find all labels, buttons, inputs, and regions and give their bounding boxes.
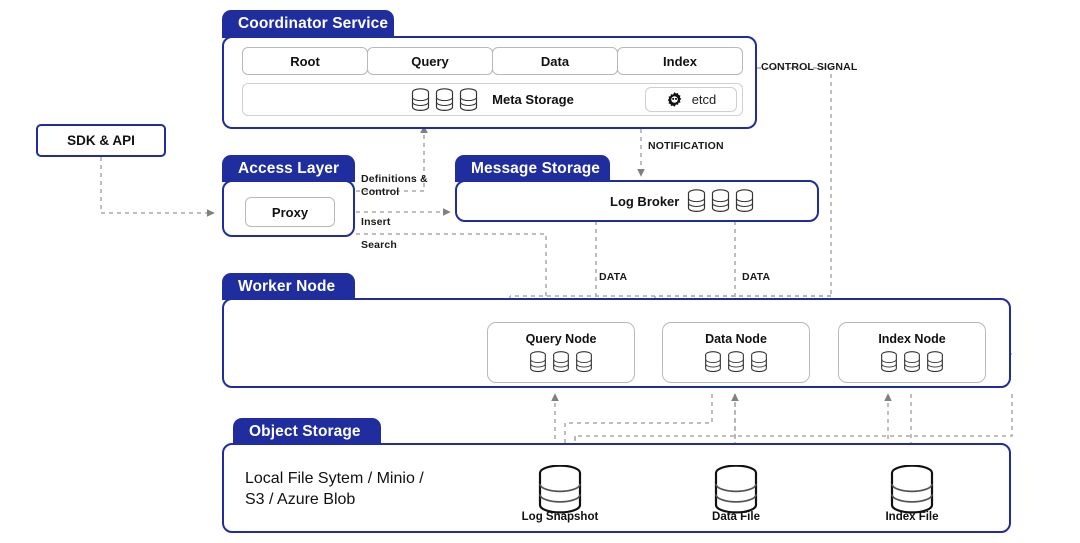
data-node-label: Data Node — [705, 332, 767, 346]
database-cylinder-icon — [530, 351, 546, 373]
object-storage-title: Object Storage — [249, 422, 361, 440]
log-snapshot-cylinder-icon — [536, 464, 584, 520]
access-layer-title: Access Layer — [238, 159, 340, 177]
database-cylinder-icon — [728, 351, 744, 373]
database-cylinder-icon — [736, 189, 754, 212]
database-cylinder-icon — [881, 351, 897, 373]
coord-data-label: Data — [540, 53, 570, 69]
database-cylinder-icon — [712, 189, 730, 212]
proxy-label: Proxy — [271, 204, 309, 220]
control-signal-label: CONTROL SIGNAL — [761, 61, 858, 73]
database-cylinder-icon — [705, 351, 721, 373]
message-storage-body — [455, 180, 819, 222]
database-cylinder-icon — [412, 87, 430, 111]
object-storage-body — [222, 443, 1011, 533]
query-node-cylinders-icon — [529, 351, 593, 373]
message-storage-header: Message Storage — [455, 155, 610, 182]
object-storage-header: Object Storage — [233, 418, 381, 445]
query-node-label: Query Node — [525, 332, 597, 346]
etcd-label: etcd — [691, 92, 717, 107]
object-storage-backends: Local File Sytem / Minio / S3 / Azure Bl… — [245, 470, 424, 508]
etcd-box[interactable]: etcd — [645, 87, 737, 112]
database-cylinder-icon — [460, 87, 478, 111]
proxy-box[interactable]: Proxy — [245, 197, 335, 227]
index-file-cylinder-icon — [888, 464, 936, 520]
index-node-box[interactable]: Index Node — [838, 322, 986, 383]
index-node-cylinders-icon — [880, 351, 944, 373]
insert-label: Insert — [361, 216, 391, 228]
query-node-box[interactable]: Query Node — [487, 322, 635, 383]
worker-node-header: Worker Node — [222, 273, 355, 300]
database-cylinder-icon — [576, 351, 592, 373]
data-right-label: DATA — [742, 271, 771, 283]
data-left-label: DATA — [599, 271, 628, 283]
wire-sdk-to-proxy — [100, 157, 215, 217]
database-cylinder-icon — [904, 351, 920, 373]
notification-label: NOTIFICATION — [648, 140, 724, 152]
message-storage-title: Message Storage — [471, 159, 600, 177]
meta-storage-center: Meta Storage — [243, 87, 742, 112]
etcd-gear-icon — [667, 92, 682, 107]
sdk-api-box[interactable]: SDK & API — [36, 124, 166, 157]
data-file-cylinder-icon — [712, 464, 760, 520]
sdk-api-label: SDK & API — [67, 133, 135, 148]
coord-index-box[interactable]: Index — [617, 47, 743, 75]
log-broker-label: Log Broker — [610, 193, 680, 209]
coord-query-box[interactable]: Query — [367, 47, 493, 75]
database-cylinder-icon — [553, 351, 569, 373]
coord-data-box[interactable]: Data — [492, 47, 618, 75]
data-node-cylinders-icon — [704, 351, 768, 373]
database-cylinder-icon — [436, 87, 454, 111]
coord-root-label: Root — [290, 53, 320, 69]
definitions-control-label: Definitions & Control — [361, 173, 428, 198]
meta-storage-label: Meta Storage — [492, 92, 574, 107]
index-file-label: Index File — [885, 511, 939, 523]
coordinator-service-title: Coordinator Service — [238, 15, 389, 32]
coord-root-box[interactable]: Root — [242, 47, 368, 75]
wire-data-node-to-log-snapshot — [561, 394, 713, 456]
coord-index-label: Index — [663, 53, 697, 69]
search-label: Search — [361, 239, 397, 251]
log-snapshot-label: Log Snapshot — [521, 511, 599, 523]
access-layer-header: Access Layer — [222, 155, 355, 182]
index-node-label: Index Node — [878, 332, 946, 346]
coordinator-service-header: Coordinator Service — [222, 10, 394, 38]
log-broker-row: Log Broker — [610, 186, 780, 216]
worker-node-title: Worker Node — [238, 277, 336, 295]
coord-query-label: Query — [411, 53, 449, 69]
data-node-box[interactable]: Data Node — [662, 322, 810, 383]
data-file-label: Data File — [712, 511, 760, 523]
database-cylinder-icon — [751, 351, 767, 373]
database-cylinder-icon — [688, 189, 706, 212]
meta-storage-cylinders-icon — [411, 87, 478, 112]
log-broker-cylinders-icon — [687, 189, 754, 213]
wire-definitions-control — [356, 125, 428, 192]
database-cylinder-icon — [927, 351, 943, 373]
